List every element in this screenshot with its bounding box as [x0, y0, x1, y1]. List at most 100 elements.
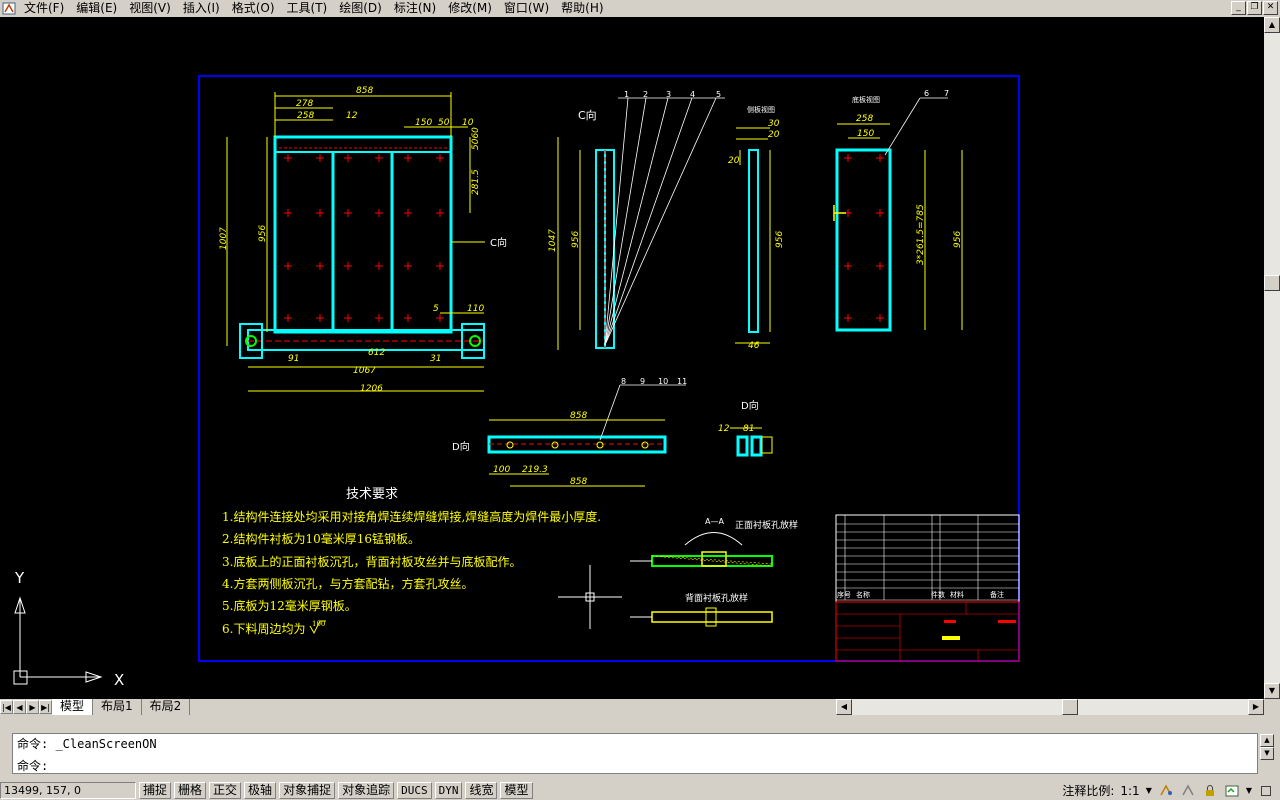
tech-item: 5.底板为12毫米厚钢板。: [222, 598, 357, 613]
dim-label: 956: [953, 231, 963, 248]
dim-label: 110: [467, 304, 484, 314]
command-history[interactable]: 命令: _CleanScreenON 命令:: [12, 733, 1258, 774]
dim-label: 858: [570, 477, 587, 487]
dim-label: 1067: [353, 366, 376, 376]
callout-number: 9: [640, 377, 645, 386]
tab-prev-icon[interactable]: ◀: [13, 700, 26, 714]
dim-label: 100: [493, 465, 510, 475]
dim-label: 858: [356, 86, 373, 96]
ucs-y-label: Y: [14, 569, 25, 587]
dim-label: 858: [570, 411, 587, 421]
vertical-scrollbar[interactable]: ▲ ▼: [1264, 17, 1280, 699]
dim-label: 956: [258, 225, 268, 242]
auto-scale-icon[interactable]: [1180, 783, 1196, 798]
side-view: 侧板视图 30 20 20 956 46: [728, 105, 785, 351]
dim-label: 1007: [219, 227, 229, 250]
hscroll-thumb[interactable]: [1062, 699, 1078, 715]
status-bar: 13499, 157, 0 捕捉 栅格 正交 极轴 对象捕捉 对象追踪 DUCS…: [0, 781, 1280, 800]
dyn-toggle[interactable]: DYN: [434, 782, 463, 799]
annotation-visibility-icon[interactable]: [1158, 783, 1174, 798]
scroll-thumb[interactable]: [1264, 275, 1280, 291]
dim-label: 3*261.5=785: [916, 204, 926, 265]
close-button[interactable]: ✕: [1263, 1, 1278, 15]
dim-label: 258: [856, 114, 873, 124]
d-view: D向 8 9 10 11 858 100 219.3 858: [452, 377, 687, 487]
dim-label: 150: [415, 118, 432, 128]
restore-button[interactable]: ❐: [1247, 1, 1262, 15]
title-block-header: 件数: [931, 590, 945, 599]
dim-label: 150: [857, 129, 874, 139]
dim-label: 278: [296, 99, 313, 109]
menu-file[interactable]: 文件(F): [24, 1, 65, 15]
tech-item: 1.结构件连接处均采用对接角焊连续焊缝焊接,焊缝高度为焊件最小厚度.: [222, 509, 601, 524]
horizontal-scrollbar[interactable]: ◀ ▶: [836, 699, 1264, 715]
model-toggle[interactable]: 模型: [500, 782, 533, 799]
annotation-scale-dropdown[interactable]: 1:1: [1120, 783, 1140, 798]
side-view-title: 侧板视图: [747, 105, 775, 114]
tab-layout1[interactable]: 布局1: [93, 699, 142, 715]
menu-tools[interactable]: 工具(T): [286, 1, 328, 15]
c-view-arrow-label: C向: [490, 236, 507, 249]
ucs-x-label: X: [114, 671, 124, 689]
tab-last-icon[interactable]: ▶|: [39, 700, 52, 714]
tab-layout2[interactable]: 布局2: [142, 699, 191, 715]
command-prompt[interactable]: 命令:: [17, 759, 49, 773]
osnap-toggle[interactable]: 对象捕捉: [279, 782, 336, 799]
dim-label: 258: [297, 111, 314, 121]
tab-model[interactable]: 模型: [52, 699, 94, 715]
minimize-button[interactable]: _: [1231, 1, 1246, 15]
layout-tab-bar: |◀ ◀ ▶ ▶| 模型 布局1 布局2 ◀ ▶: [0, 699, 1280, 715]
polar-toggle[interactable]: 极轴: [244, 782, 277, 799]
menu-help[interactable]: 帮助(H): [561, 1, 604, 15]
right-view-title: 底板视图: [852, 95, 880, 104]
clean-screen-icon[interactable]: [1258, 783, 1274, 798]
chevron-down-icon[interactable]: ▼: [1145, 786, 1152, 795]
menu-window[interactable]: 窗口(W): [503, 1, 550, 15]
callout-number: 6: [924, 89, 929, 98]
menu-edit[interactable]: 编辑(E): [76, 1, 118, 15]
dim-label: 46: [748, 341, 760, 351]
menu-draw[interactable]: 绘图(D): [339, 1, 382, 15]
callout-number: 10: [658, 377, 668, 386]
menu-format[interactable]: 格式(O): [231, 1, 275, 15]
d-detail-view: D向 12 81: [718, 399, 773, 457]
grid-toggle[interactable]: 栅格: [174, 782, 207, 799]
ducs-toggle[interactable]: DUCS: [397, 782, 432, 799]
title-block-header: 序号: [837, 590, 851, 599]
status-menu-chevron-icon[interactable]: ▼: [1245, 786, 1252, 795]
dim-label: 81: [743, 424, 754, 434]
tab-next-icon[interactable]: ▶: [26, 700, 39, 714]
tech-title: 技术要求: [346, 487, 398, 502]
autocad-app-icon[interactable]: [0, 0, 18, 17]
callout-number: 4: [690, 90, 695, 99]
tray-settings-icon[interactable]: [1224, 783, 1240, 798]
menu-modify[interactable]: 修改(M): [448, 1, 492, 15]
front-view: 858 278 258 12 150 50 10 5060 281.5 1007…: [219, 86, 507, 394]
ortho-toggle[interactable]: 正交: [209, 782, 242, 799]
dim-label: 30: [768, 119, 780, 129]
scroll-down-icon[interactable]: ▼: [1264, 683, 1280, 699]
drawing-border: [198, 75, 1020, 662]
otrack-toggle[interactable]: 对象追踪: [338, 782, 395, 799]
lock-icon[interactable]: [1202, 783, 1218, 798]
command-history-line: 命令: _CleanScreenON: [17, 737, 157, 751]
roughness-value: 100: [312, 620, 325, 628]
callout-number: 8: [621, 377, 626, 386]
dim-label: 281.5: [471, 169, 481, 195]
lineweight-toggle[interactable]: 线宽: [465, 782, 498, 799]
callout-number: 3: [666, 90, 671, 99]
menu-insert[interactable]: 插入(I): [182, 1, 220, 15]
cmd-scroll-up-icon[interactable]: ▲: [1260, 734, 1274, 747]
scroll-up-icon[interactable]: ▲: [1264, 17, 1280, 33]
menu-dimension[interactable]: 标注(N): [393, 1, 437, 15]
menu-view[interactable]: 视图(V): [129, 1, 171, 15]
tab-first-icon[interactable]: |◀: [0, 700, 13, 714]
scroll-left-icon[interactable]: ◀: [836, 699, 852, 715]
scroll-right-icon[interactable]: ▶: [1248, 699, 1264, 715]
dim-label: 956: [775, 231, 785, 248]
coordinate-readout[interactable]: 13499, 157, 0: [0, 782, 136, 799]
snap-toggle[interactable]: 捕捉: [139, 782, 172, 799]
cmd-scroll-down-icon[interactable]: ▼: [1260, 747, 1274, 760]
callout-number: 5: [716, 90, 721, 99]
drawing-canvas[interactable]: 858 278 258 12 150 50 10 5060 281.5 1007…: [0, 17, 1264, 699]
